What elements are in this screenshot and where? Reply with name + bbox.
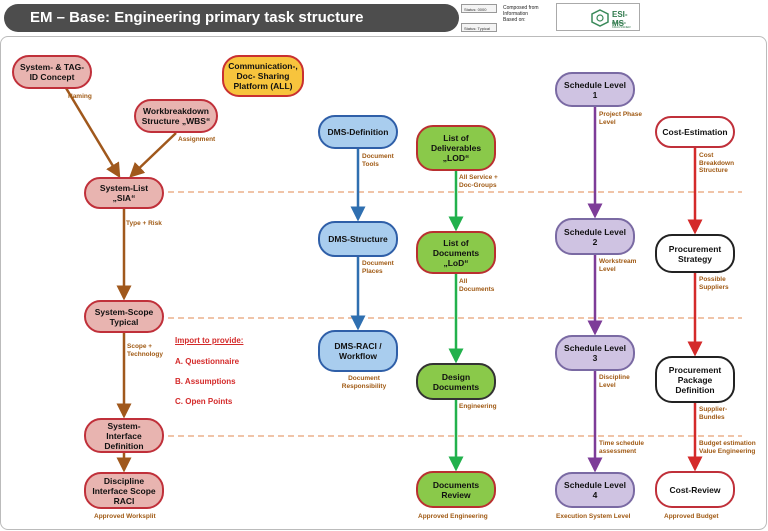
label-execution-system: Execution System Level [556, 513, 631, 520]
company-logo: ESI-MS RAIMUND KRAUSSNER [556, 3, 640, 31]
label-all-documents: All Documents [459, 278, 495, 293]
import-item: B. Assumptions [175, 377, 236, 386]
node-schedule-level-2[interactable]: Schedule Level 2 [555, 218, 635, 255]
label-document-responsibility: Document Responsibility [341, 375, 387, 390]
node-schedule-level-4[interactable]: Schedule Level 4 [555, 472, 635, 508]
label-budget-estimation: Budget estimation Value Engineering [699, 440, 756, 455]
label-all-service: All Service + Doc-Groups [459, 174, 498, 189]
logo-icon [591, 9, 609, 27]
node-communication-platform[interactable]: Communication-, Doc- Sharing Platform (A… [222, 55, 304, 97]
import-title: Import to provide: [175, 336, 244, 345]
label-supplier-bundles: Supplier-Bundles [699, 406, 728, 421]
node-system-interface[interactable]: System-Interface Definition [84, 418, 164, 453]
composed-line: Composed from [503, 5, 539, 11]
node-wbs[interactable]: Workbreakdown Structure „WBS“ [134, 99, 218, 133]
import-item: A. Questionnaire [175, 357, 240, 366]
node-system-tag-concept[interactable]: System- & TAG-ID Concept [12, 55, 92, 89]
node-system-scope[interactable]: System-Scope Typical [84, 300, 164, 333]
logo-text: ESI-MS [612, 10, 628, 28]
label-type-risk: Type + Risk [126, 220, 162, 227]
node-system-list[interactable]: System-List „SIA“ [84, 177, 164, 209]
status-field: Status: 0000 [461, 4, 497, 13]
logo-sub: RAIMUND KRAUSSNER [612, 21, 631, 29]
label-approved-engineering: Approved Engineering [418, 513, 488, 520]
node-list-of-documents[interactable]: List of Documents „LoD“ [416, 231, 496, 274]
label-approved-worksplit: Approved Worksplit [94, 513, 156, 520]
label-scope-technology: Scope + Technology [127, 343, 163, 358]
node-dms-raci[interactable]: DMS-RACI / Workflow [318, 330, 398, 372]
node-cost-review[interactable]: Cost-Review [655, 471, 735, 508]
node-cost-estimation[interactable]: Cost-Estimation [655, 116, 735, 148]
label-assignment: Assignment [178, 136, 216, 143]
node-dms-definition[interactable]: DMS-Definition [318, 115, 398, 149]
label-workstream: Workstream Level [599, 258, 637, 273]
label-naming: Naming [68, 93, 92, 100]
label-document-tools: Document Tools [362, 153, 394, 168]
node-documents-review[interactable]: Documents Review [416, 471, 496, 508]
node-list-of-deliverables[interactable]: List of Deliverables „LOD“ [416, 125, 496, 171]
composed-line: Based on: [503, 17, 526, 23]
label-time-schedule: Time schedule assessment [599, 440, 645, 455]
label-approved-budget: Approved Budget [664, 513, 719, 520]
node-discipline-interface[interactable]: Discipline Interface Scope RACI [84, 472, 164, 509]
label-cost-breakdown: Cost Breakdown Structure [699, 152, 735, 174]
label-discipline-level: Discipline Level [599, 374, 630, 389]
arrow-naming [64, 87, 121, 179]
node-procurement-strategy[interactable]: Procurement Strategy [655, 234, 735, 273]
label-engineering: Engineering [459, 403, 497, 410]
node-dms-structure[interactable]: DMS-Structure [318, 221, 398, 257]
node-procurement-package[interactable]: Procurement Package Definition [655, 356, 735, 403]
diagram-frame [0, 36, 767, 530]
page-title: EM – Base: Engineering primary task stru… [4, 4, 459, 32]
label-project-phase: Project Phase Level [599, 111, 642, 126]
composed-info: Composed from Information Based on: [503, 5, 553, 31]
import-item: C. Open Points [175, 397, 233, 406]
type-field: Status: Typical [461, 23, 497, 32]
arrow-assignment [129, 132, 177, 178]
composed-line: Information [503, 11, 529, 17]
label-document-places: Document Places [362, 260, 394, 275]
node-design-documents[interactable]: Design Documents [416, 363, 496, 400]
label-possible-suppliers: Possible Suppliers [699, 276, 729, 291]
node-schedule-level-3[interactable]: Schedule Level 3 [555, 335, 635, 371]
node-schedule-level-1[interactable]: Schedule Level 1 [555, 72, 635, 107]
